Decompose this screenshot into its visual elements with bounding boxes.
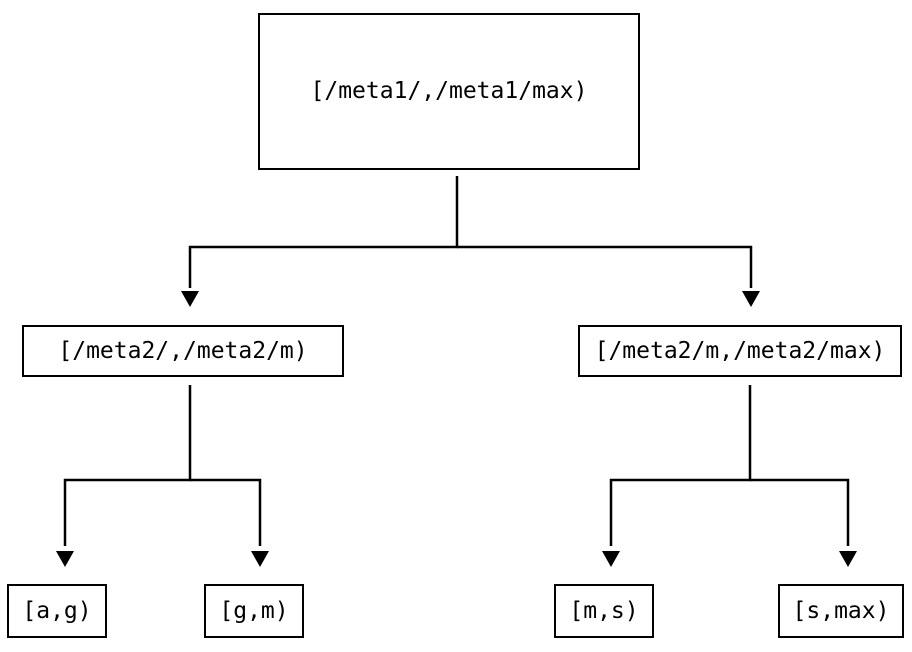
edge-left-child-to-leaf-2 — [190, 478, 262, 546]
edge-left-child-to-leaf-1 — [63, 385, 192, 546]
arrowhead-icon — [839, 551, 857, 567]
node-root: [/meta1/,/meta1/max) — [258, 13, 640, 170]
node-leaf-1: [a,g) — [7, 584, 107, 638]
edge-root-to-left-child — [188, 176, 459, 288]
edge-right-child-to-leaf-3 — [609, 385, 752, 546]
node-leaf-2: [g,m) — [204, 584, 304, 638]
arrowhead-icon — [251, 551, 269, 567]
arrowhead-icon — [56, 551, 74, 567]
node-right-child: [/meta2/m,/meta2/max) — [578, 325, 902, 377]
node-leaf-4: [s,max) — [778, 584, 904, 638]
node-left-child: [/meta2/,/meta2/m) — [22, 325, 344, 377]
edge-root-to-right-child — [457, 245, 753, 288]
node-leaf-3: [m,s) — [554, 584, 654, 638]
edge-right-child-to-leaf-4 — [750, 478, 850, 546]
arrowhead-icon — [181, 291, 199, 307]
arrowhead-icon — [602, 551, 620, 567]
arrowhead-icon — [742, 291, 760, 307]
